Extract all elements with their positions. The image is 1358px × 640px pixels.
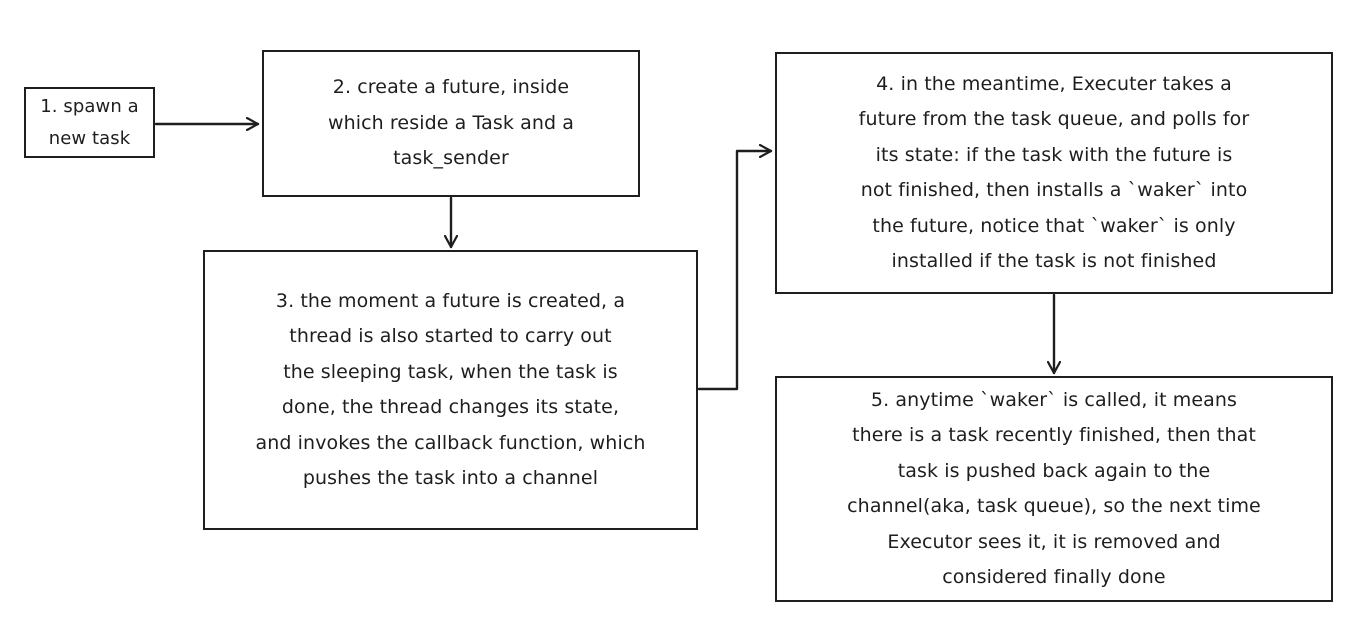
step-1-spawn-task-box: 1. spawn a new task bbox=[24, 87, 155, 158]
step-4-text: 4. in the meantime, Executer takes a fut… bbox=[858, 72, 1250, 273]
arrow-step3-to-step4 bbox=[697, 151, 773, 391]
step-5-waker-called-box: 5. anytime `waker` is called, it means t… bbox=[775, 376, 1333, 602]
step-4-executer-polls-box: 4. in the meantime, Executer takes a fut… bbox=[775, 52, 1333, 294]
step-3-thread-started-box: 3. the moment a future is created, a thr… bbox=[203, 250, 698, 530]
step-1-text: 1. spawn a new task bbox=[40, 95, 139, 149]
step-3-text: 3. the moment a future is created, a thr… bbox=[255, 289, 646, 490]
step-5-text: 5. anytime `waker` is called, it means t… bbox=[847, 388, 1261, 589]
step-2-create-future-box: 2. create a future, inside which reside … bbox=[262, 50, 640, 197]
step-2-text: 2. create a future, inside which reside … bbox=[327, 76, 575, 170]
